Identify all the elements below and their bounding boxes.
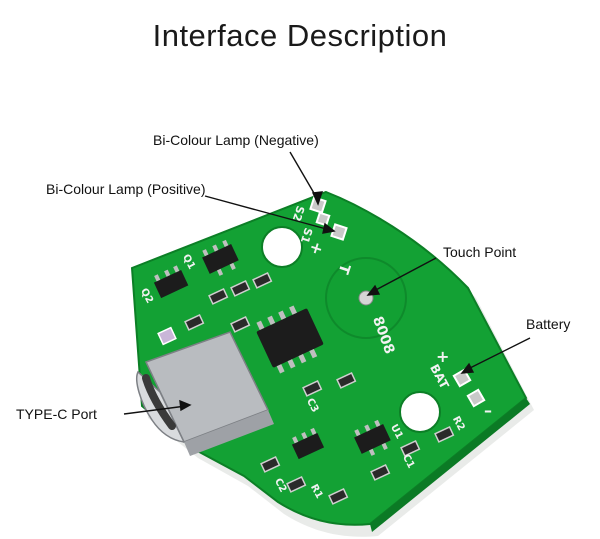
led-component <box>157 326 177 346</box>
transistor-u1 <box>354 419 391 456</box>
lamp-pad-extra <box>315 211 331 227</box>
pcb-edge <box>370 398 530 532</box>
leader-battery <box>465 337 531 371</box>
leader-bi-colour-negative <box>289 151 319 201</box>
arrow-bi-colour-positive <box>322 222 336 234</box>
battery-negative-pad <box>466 388 486 408</box>
silk-s2: S2 <box>290 204 307 223</box>
silk-s1: S1 <box>298 226 315 245</box>
main-ic-8008 <box>256 305 324 374</box>
label-touch-point: Touch Point <box>443 244 517 260</box>
arrow-touch-point <box>366 284 381 296</box>
pcb-board <box>130 190 528 526</box>
mount-hole-top <box>261 226 303 268</box>
leader-touch-point <box>371 257 437 293</box>
silk-plus-lamp: + <box>306 239 328 258</box>
arrow-battery <box>460 362 475 374</box>
mount-hole-bottom <box>399 391 441 433</box>
label-bi-colour-positive: Bi-Colour Lamp (Positive) <box>46 181 206 197</box>
battery-positive-pad <box>452 368 472 388</box>
transistor-q1 <box>202 239 239 276</box>
label-bi-colour-negative: Bi-Colour Lamp (Negative) <box>153 132 319 148</box>
transistor-lower <box>291 427 325 460</box>
silk-plus-bat: + <box>436 347 449 366</box>
transistor-q2 <box>153 265 189 299</box>
silk-minus-bat: – <box>484 401 492 420</box>
label-battery: Battery <box>526 316 571 332</box>
page-title: Interface Description <box>152 18 448 53</box>
arrow-type-c-port <box>179 399 192 412</box>
leader-type-c-port <box>123 405 187 415</box>
passive-components <box>184 271 455 505</box>
bi-colour-positive-pad <box>330 223 348 241</box>
label-type-c-port: TYPE-C Port <box>16 406 97 422</box>
leader-bi-colour-positive <box>204 195 331 231</box>
type-c-port <box>136 331 274 456</box>
arrow-bi-colour-negative <box>311 191 324 206</box>
